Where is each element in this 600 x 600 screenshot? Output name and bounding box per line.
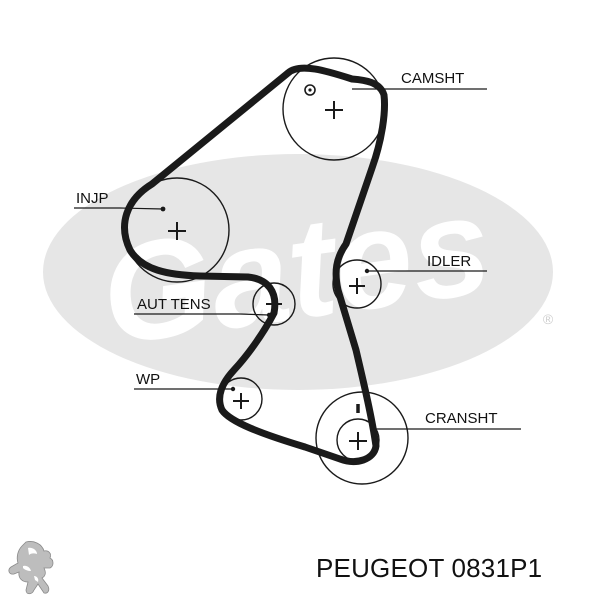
water-pump-label: WP	[136, 371, 160, 388]
gates-watermark: Gates ®	[43, 154, 554, 390]
leader-lines	[74, 88, 521, 430]
peugeot-lion-logo-icon	[8, 541, 54, 595]
camshaft-pulley	[282, 57, 386, 161]
part-number-caption: PEUGEOT 0831P1	[316, 553, 543, 583]
injection-pump-label: INJP	[76, 190, 109, 207]
crankshaft-label: CRANSHT	[425, 410, 498, 427]
crankshaft-pulley	[315, 391, 409, 485]
auto-tensioner-label: AUT TENS	[137, 296, 211, 313]
idler-pulley	[332, 259, 382, 309]
idler-label: IDLER	[427, 253, 471, 270]
camshaft-label: CAMSHT	[401, 70, 464, 87]
camshaft-timing-mark-icon	[304, 84, 316, 96]
water-pump-pulley	[219, 377, 263, 421]
auto-tensioner-pulley	[252, 282, 296, 326]
timing-belt	[121, 64, 388, 465]
watermark-registered-mark: ®	[543, 311, 554, 327]
